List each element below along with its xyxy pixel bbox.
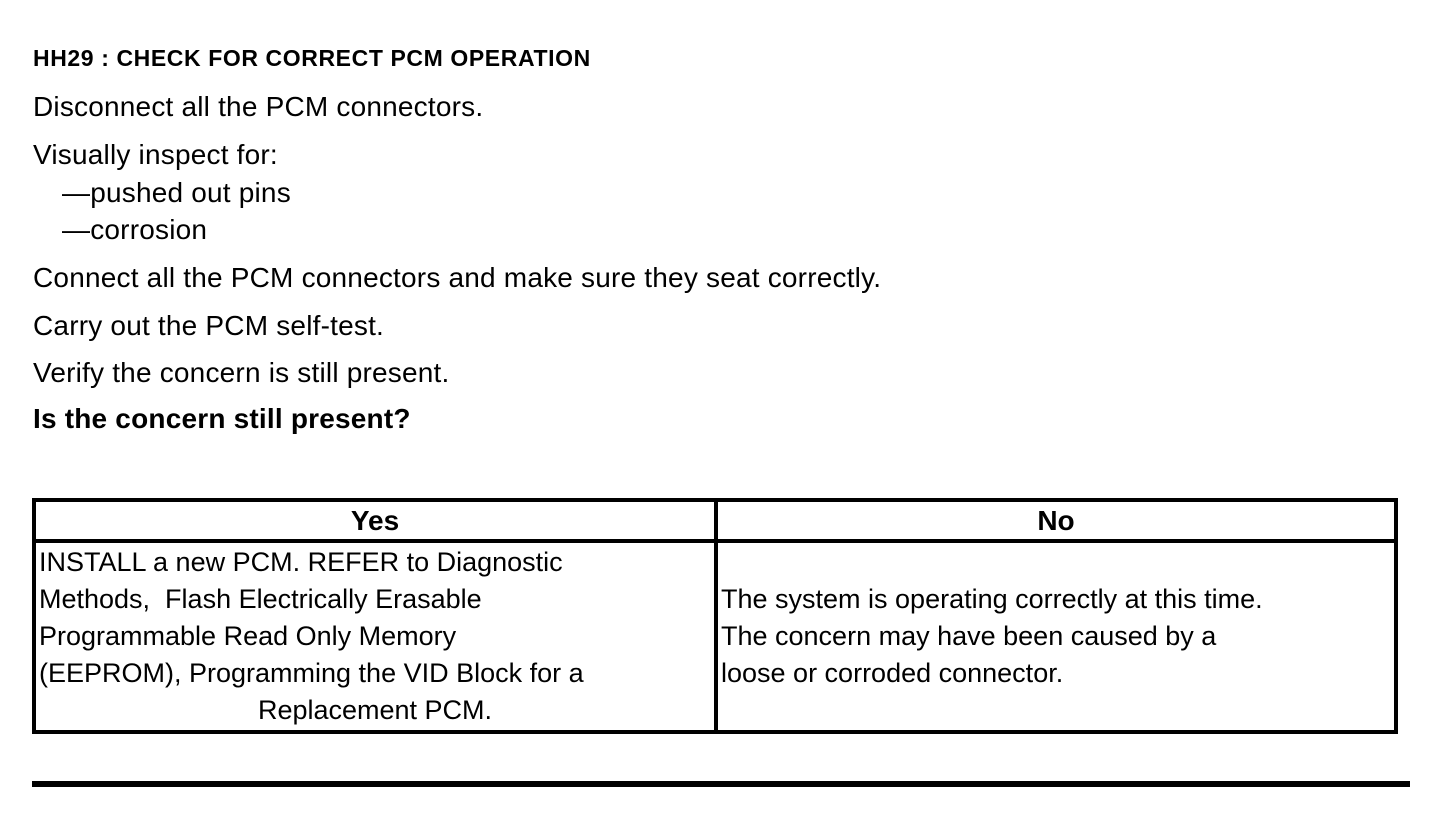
yes-action-line: (EEPROM), Programming the VID Block for …	[39, 658, 584, 688]
yes-action-line: Replacement PCM.	[257, 695, 493, 725]
yes-action-line: Programmable Read Only Memory	[39, 621, 457, 651]
no-action-line: The system is operating correctly at thi…	[721, 584, 1263, 614]
step-text: Carry out the PCM self-test.	[33, 310, 385, 341]
yes-no-result-table: Yes No INSTALL a new PCM. REFER to Diagn…	[32, 498, 1398, 734]
table-body-row: INSTALL a new PCM. REFER to Diagnostic M…	[32, 539, 1398, 734]
step-text: Verify the concern is still present.	[33, 357, 450, 388]
yes-column-header: Yes	[32, 498, 718, 543]
page-title: HH29 : CHECK FOR CORRECT PCM OPERATION	[33, 45, 591, 71]
step-text: Disconnect all the PCM connectors.	[33, 91, 484, 122]
no-action-line: The concern may have been caused by a	[721, 621, 1217, 651]
no-action-line: loose or corroded connector.	[721, 658, 1064, 688]
yes-action-line: Methods, Flash Electrically Erasable	[39, 584, 482, 614]
step-list-item: —corrosion	[62, 214, 208, 245]
yes-action-line: INSTALL a new PCM. REFER to Diagnostic	[39, 547, 563, 577]
step-list-item: —pushed out pins	[62, 177, 291, 208]
step-text: Connect all the PCM connectors and make …	[33, 262, 882, 293]
question-text: Is the concern still present?	[33, 403, 411, 434]
horizontal-rule	[32, 781, 1410, 787]
no-column-header: No	[714, 498, 1398, 543]
step-text: Visually inspect for:	[33, 139, 278, 170]
yes-action-cell: INSTALL a new PCM. REFER to Diagnostic M…	[32, 539, 718, 734]
table-header-row: Yes No	[32, 498, 1398, 543]
no-action-cell: The system is operating correctly at thi…	[714, 539, 1398, 734]
